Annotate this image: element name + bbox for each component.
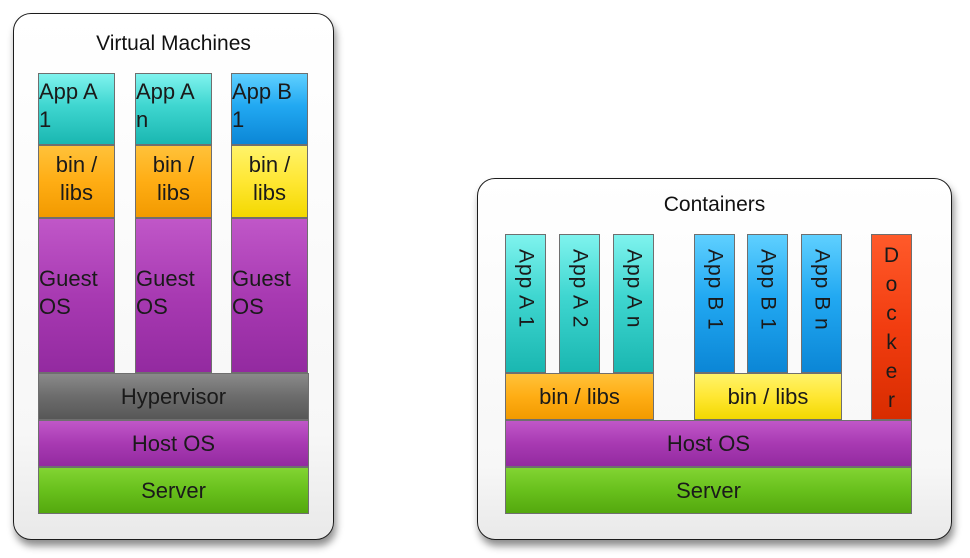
- vm-libs-line2: libs: [156, 180, 190, 205]
- vm-hypervisor: Hypervisor: [38, 373, 309, 420]
- vm-app-b-1: App B 1: [231, 73, 308, 145]
- vm-bin-libs-1: bin / libs: [38, 145, 115, 218]
- container-app-b-1-second: App B 1: [747, 234, 788, 373]
- container-app-label: App A 2: [568, 249, 592, 329]
- vm-guest-os-1: Guest OS: [38, 218, 115, 373]
- vm-libs-line1: bin /: [152, 152, 195, 177]
- vm-guest-line2: OS: [39, 294, 71, 319]
- vm-app-line1: App A: [136, 79, 195, 104]
- container-app-a-1: App A 1: [505, 234, 546, 373]
- containers-panel-title: Containers: [663, 193, 766, 216]
- container-app-a-n: App A n: [613, 234, 654, 373]
- vm-app-a-n: App A n: [135, 73, 212, 145]
- container-app-label: App A 1: [514, 249, 538, 329]
- docker-letter: k: [886, 331, 897, 354]
- container-bin-libs-b: bin / libs: [694, 373, 842, 420]
- vm-server: Server: [38, 467, 309, 514]
- container-app-label: App B n: [810, 249, 834, 331]
- container-app-label: App B 1: [703, 249, 727, 331]
- docker-engine: D o c k e r: [871, 234, 912, 420]
- vm-bin-libs-2: bin / libs: [135, 145, 212, 218]
- vm-host-os: Host OS: [38, 420, 309, 467]
- vm-guest-line2: OS: [136, 294, 168, 319]
- vm-app-line1: App A: [39, 79, 98, 104]
- vm-guest-line1: Guest: [136, 266, 195, 291]
- vm-app-line1: App B: [232, 79, 292, 104]
- container-app-b-n: App B n: [801, 234, 842, 373]
- vm-guest-os-3: Guest OS: [231, 218, 308, 373]
- container-server: Server: [505, 467, 912, 514]
- vm-libs-line1: bin /: [248, 152, 291, 177]
- docker-letter: D: [883, 244, 900, 267]
- docker-letter: c: [886, 302, 897, 325]
- vm-app-line2: n: [136, 107, 149, 132]
- docker-letter: r: [888, 389, 895, 412]
- vm-guest-line1: Guest: [232, 266, 291, 291]
- vm-app-a-1: App A 1: [38, 73, 115, 145]
- vm-libs-line2: libs: [59, 180, 93, 205]
- vm-guest-line2: OS: [232, 294, 264, 319]
- vm-libs-line2: libs: [252, 180, 286, 205]
- vm-panel-title: Virtual Machines: [96, 32, 251, 55]
- container-app-b-1: App B 1: [694, 234, 735, 373]
- vm-app-line2: 1: [39, 107, 52, 132]
- vm-app-line2: 1: [232, 107, 245, 132]
- container-host-os: Host OS: [505, 420, 912, 467]
- container-bin-libs-a: bin / libs: [505, 373, 654, 420]
- vm-guest-line1: Guest: [39, 266, 98, 291]
- docker-letter: o: [885, 273, 898, 296]
- container-app-label: App B 1: [756, 249, 780, 331]
- vm-guest-os-2: Guest OS: [135, 218, 212, 373]
- vm-bin-libs-3: bin / libs: [231, 145, 308, 218]
- container-app-a-2: App A 2: [559, 234, 600, 373]
- docker-letter: e: [885, 360, 898, 383]
- container-app-label: App A n: [622, 249, 646, 329]
- vm-libs-line1: bin /: [55, 152, 98, 177]
